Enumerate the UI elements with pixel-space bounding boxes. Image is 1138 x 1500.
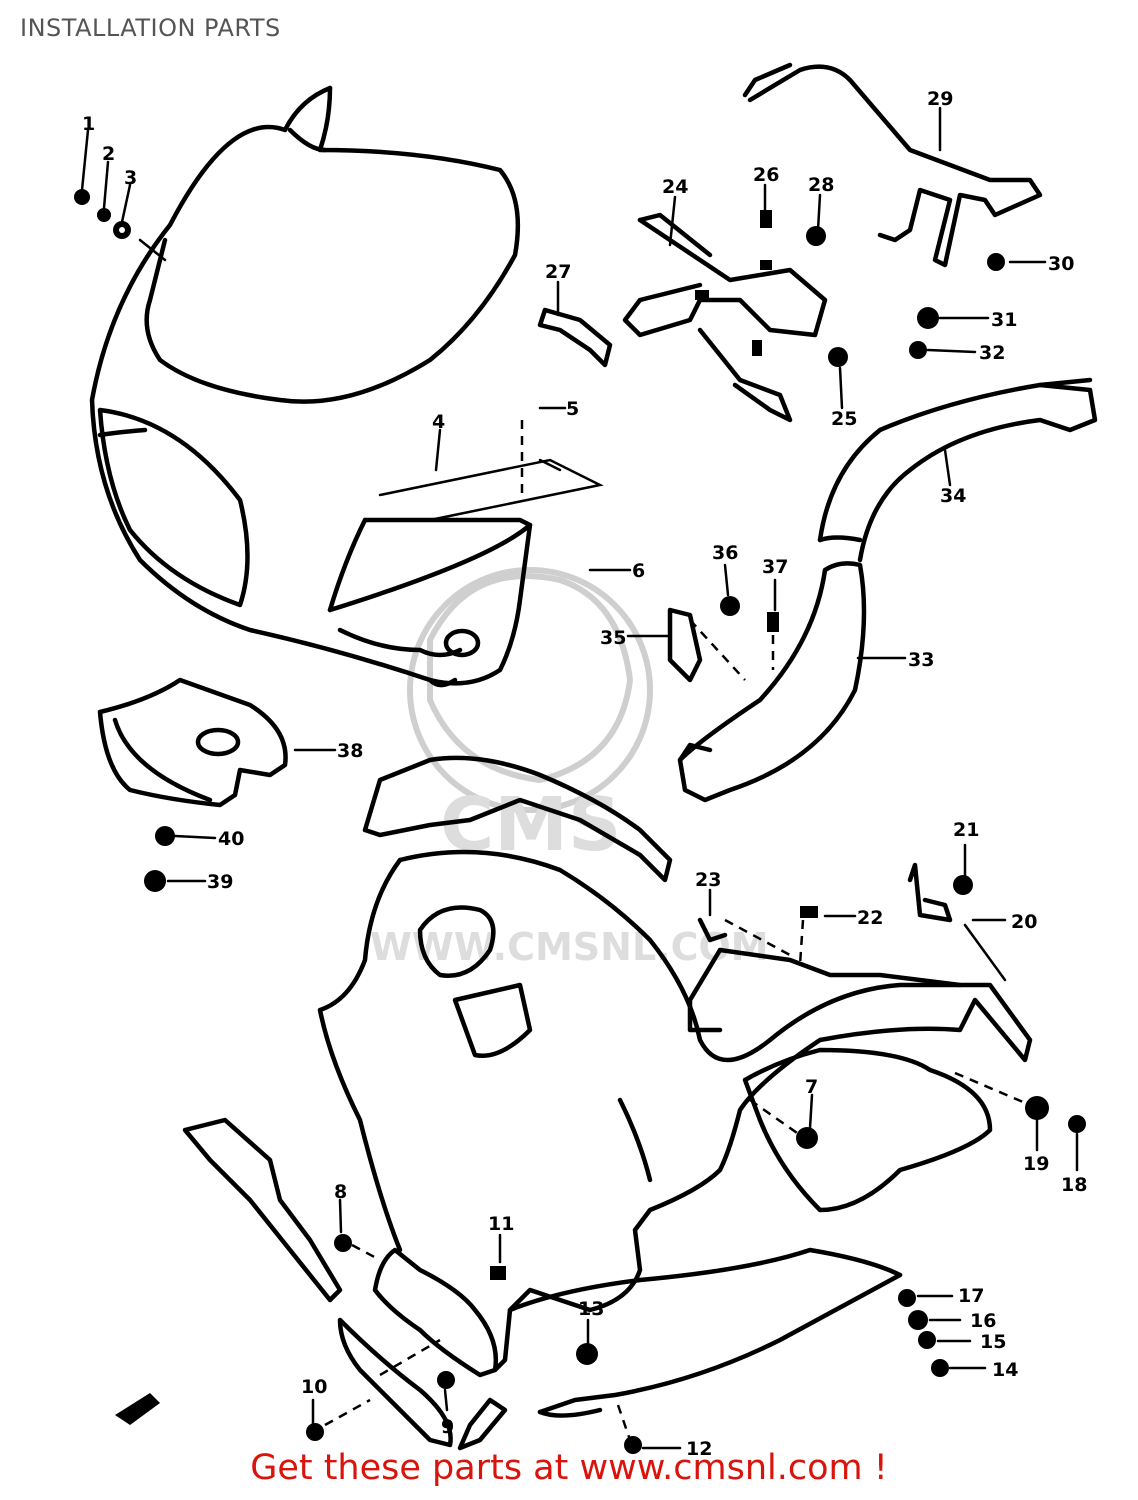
upper-fairing <box>89 85 604 688</box>
callout-25: 25 <box>831 408 857 430</box>
callout-16: 16 <box>970 1310 996 1332</box>
lower-left-bracket <box>182 1117 642 1454</box>
callout-15: 15 <box>980 1331 1006 1353</box>
callout-26: 26 <box>753 164 779 186</box>
callout-11: 11 <box>488 1213 514 1235</box>
callout-33: 33 <box>908 649 934 671</box>
watermark-brand: CMS <box>440 782 621 868</box>
diagram-title: INSTALLATION PARTS <box>20 14 281 42</box>
callout-29: 29 <box>927 88 953 110</box>
inner-cover <box>97 677 288 892</box>
callout-10: 10 <box>301 1376 327 1398</box>
fairing-screw-set <box>74 189 131 239</box>
callout-labels: 1 2 3 4 5 6 7 8 9 10 11 12 13 14 15 16 1… <box>82 88 1087 1460</box>
callout-6: 6 <box>632 560 645 582</box>
callout-4: 4 <box>432 411 445 433</box>
callout-31: 31 <box>991 309 1017 331</box>
callout-32: 32 <box>979 342 1005 364</box>
callout-37: 37 <box>762 556 788 578</box>
callout-5: 5 <box>566 398 579 420</box>
callout-36: 36 <box>712 542 738 564</box>
leader-lines <box>80 106 1079 1450</box>
callout-38: 38 <box>337 740 363 762</box>
callout-28: 28 <box>808 174 834 196</box>
callout-12: 12 <box>686 1438 712 1460</box>
callout-1: 1 <box>82 113 95 135</box>
callout-3: 3 <box>124 167 137 189</box>
front-direction-arrow <box>115 1393 160 1425</box>
callout-23: 23 <box>695 869 721 891</box>
callout-8: 8 <box>334 1181 347 1203</box>
callout-9: 9 <box>441 1416 454 1438</box>
duct-bracket <box>667 596 779 683</box>
callout-2: 2 <box>102 143 115 165</box>
meter-bracket <box>537 210 848 423</box>
side-cover-upper <box>362 755 673 883</box>
callout-30: 30 <box>1048 253 1074 275</box>
right-fasteners <box>697 862 1086 1377</box>
callout-40: 40 <box>218 828 244 850</box>
callout-13: 13 <box>578 1298 604 1320</box>
air-duct <box>677 377 1098 803</box>
callout-21: 21 <box>953 819 979 841</box>
callout-22: 22 <box>857 907 883 929</box>
callout-18: 18 <box>1061 1174 1087 1196</box>
mirror-stay-bracket <box>742 62 1043 359</box>
callout-17: 17 <box>958 1285 984 1307</box>
watermark-url: WWW.CMSNL.COM <box>370 925 769 969</box>
callout-34: 34 <box>940 485 966 507</box>
callout-7: 7 <box>805 1076 818 1098</box>
callout-14: 14 <box>992 1359 1018 1381</box>
callout-24: 24 <box>662 176 688 198</box>
callout-39: 39 <box>207 871 233 893</box>
callout-20: 20 <box>1011 911 1037 933</box>
callout-19: 19 <box>1023 1153 1049 1175</box>
footer-shop-link[interactable]: Get these parts at www.cmsnl.com ! <box>250 1448 888 1488</box>
callout-35: 35 <box>600 627 626 649</box>
callout-27: 27 <box>545 261 571 283</box>
lower-fairing <box>317 849 1033 1418</box>
